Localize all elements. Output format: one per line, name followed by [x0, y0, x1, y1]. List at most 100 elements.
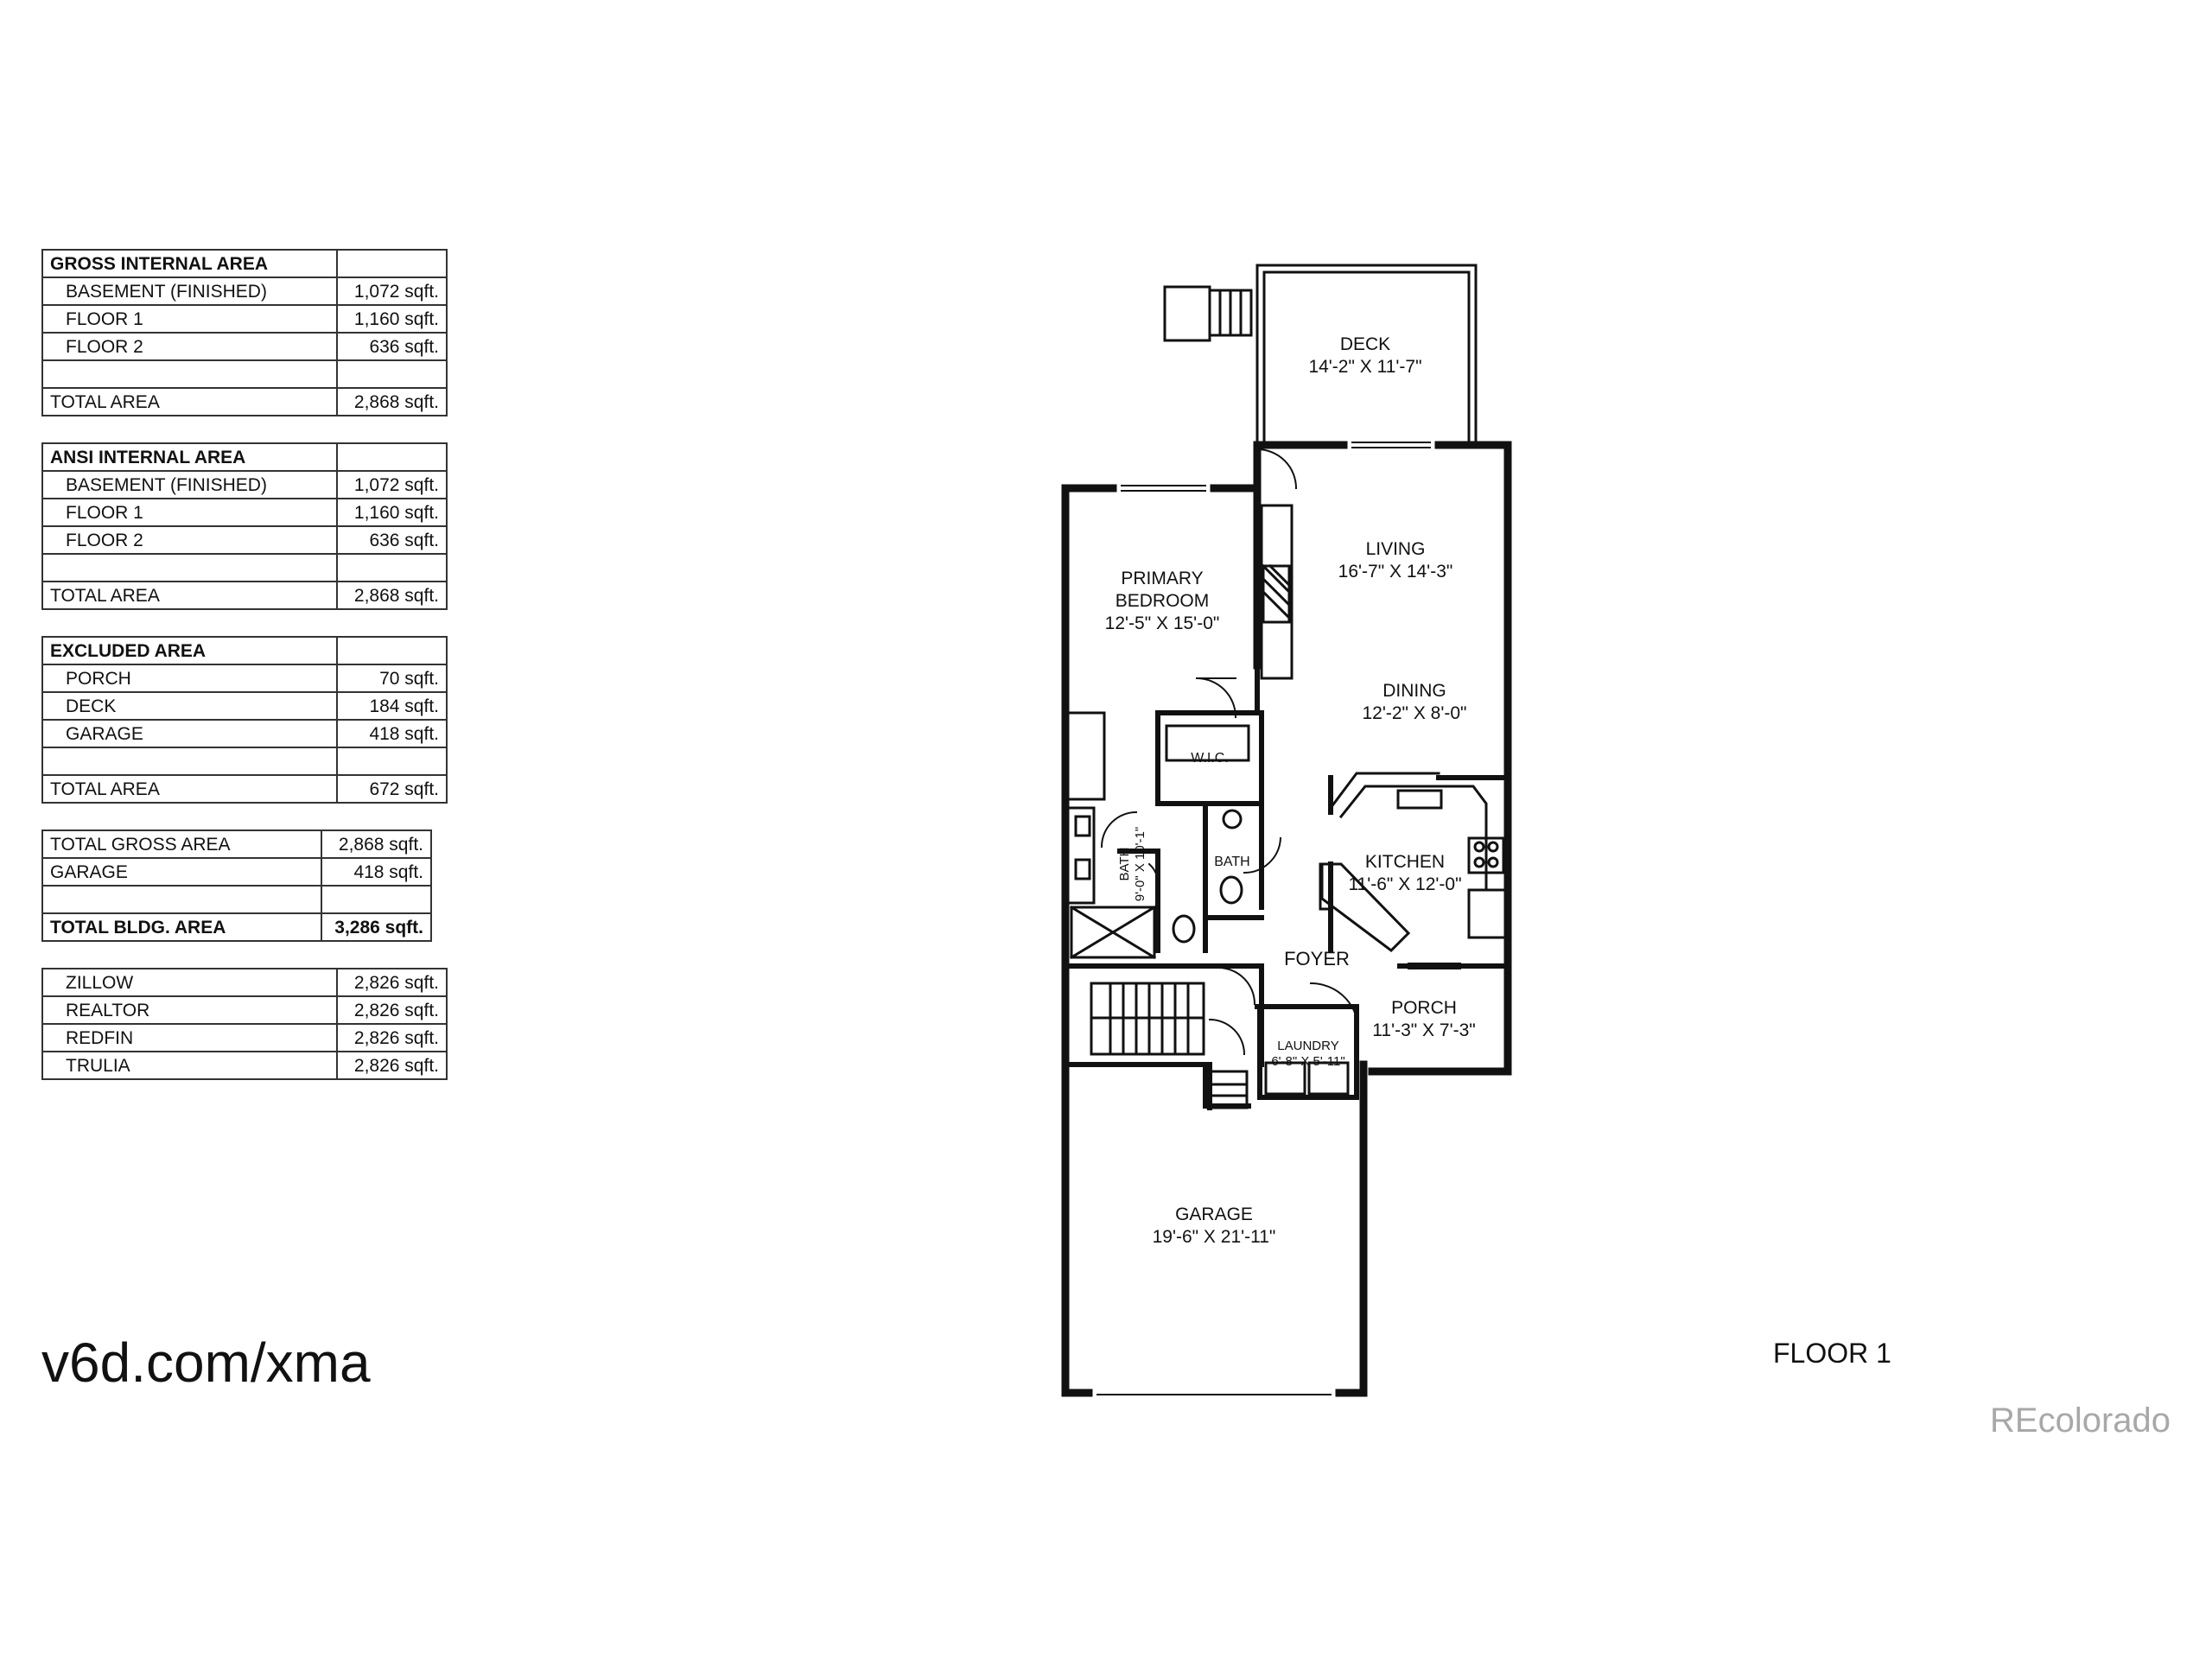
table-header: GROSS INTERNAL AREA: [41, 249, 338, 278]
row-label: GARAGE: [41, 719, 338, 748]
table-row: BASEMENT (FINISHED)1,072 sqft.: [41, 276, 448, 306]
foyer-label: FOYER: [1284, 948, 1350, 969]
kitchen-label: KITCHEN: [1365, 852, 1445, 872]
deck-railing: [1255, 264, 1478, 447]
deck-label: DECK: [1340, 334, 1390, 354]
row-label: BASEMENT (FINISHED): [41, 470, 338, 499]
website-url: v6d.com/xma: [41, 1332, 371, 1394]
row-value: 1,160 sqft.: [336, 304, 448, 334]
row-label: TRULIA: [41, 1051, 338, 1080]
row-label: [41, 747, 338, 776]
porch-label: PORCH: [1391, 998, 1457, 1018]
row-label: ZILLOW: [41, 968, 338, 997]
garage-label: GARAGE: [1175, 1205, 1253, 1224]
primary-bedroom-dims: 12'-5" X 15'-0": [1105, 613, 1220, 633]
row-value: [321, 885, 432, 914]
table-row: [41, 747, 448, 776]
row-label: TOTAL BLDG. AREA: [41, 912, 322, 942]
row-value: 1,072 sqft.: [336, 470, 448, 499]
row-value: 184 sqft.: [336, 691, 448, 721]
garage-dims: 19'-6" X 21'-11": [1153, 1227, 1276, 1247]
row-value: 3,286 sqft.: [321, 912, 432, 942]
row-value: 672 sqft.: [336, 774, 448, 804]
row-value: 2,826 sqft.: [336, 995, 448, 1025]
row-label: BASEMENT (FINISHED): [41, 276, 338, 306]
table-header-value: [336, 636, 448, 665]
table-header: EXCLUDED AREA: [41, 636, 338, 665]
row-label: REDFIN: [41, 1023, 338, 1052]
row-label: FLOOR 2: [41, 525, 338, 555]
table-row: BASEMENT (FINISHED)1,072 sqft.: [41, 470, 448, 499]
laundry-label: LAUNDRY: [1277, 1039, 1338, 1053]
row-value: 418 sqft.: [321, 857, 432, 887]
row-value: 2,868 sqft.: [321, 830, 432, 859]
floor-label: FLOOR 1: [1773, 1338, 1891, 1369]
row-label: PORCH: [41, 664, 338, 693]
row-value: [336, 553, 448, 582]
ansi-internal-area-table: ANSI INTERNAL AREA BASEMENT (FINISHED)1,…: [41, 442, 448, 610]
row-value: 1,072 sqft.: [336, 276, 448, 306]
row-label: TOTAL GROSS AREA: [41, 830, 322, 859]
row-label: DECK: [41, 691, 338, 721]
bath-1-dims: 9'-0" X 10'-1": [1133, 827, 1147, 901]
row-value: 418 sqft.: [336, 719, 448, 748]
watermark-logo: REcolorado: [1990, 1402, 2171, 1440]
row-label: [41, 553, 338, 582]
table-row: [41, 885, 432, 914]
row-label: TOTAL AREA: [41, 774, 338, 804]
row-label: FLOOR 1: [41, 498, 338, 527]
row-value: 636 sqft.: [336, 332, 448, 361]
row-label: [41, 359, 338, 389]
table-row: [41, 359, 448, 389]
row-value: [336, 747, 448, 776]
wic-label: W.I.C.: [1191, 751, 1229, 766]
row-value: 2,826 sqft.: [336, 1023, 448, 1052]
row-label: FLOOR 1: [41, 304, 338, 334]
row-value: 636 sqft.: [336, 525, 448, 555]
row-label: [41, 885, 322, 914]
gross-internal-area-table: GROSS INTERNAL AREA BASEMENT (FINISHED)1…: [41, 249, 448, 416]
row-label: TOTAL AREA: [41, 581, 338, 610]
row-value: 2,826 sqft.: [336, 1051, 448, 1080]
row-value: 2,826 sqft.: [336, 968, 448, 997]
bath-1-label: BATH: [1117, 848, 1132, 881]
table-header-value: [336, 442, 448, 472]
primary-bedroom-label-line2: BEDROOM: [1116, 591, 1210, 611]
laundry-dims: 6'-8" X 5'-11": [1271, 1054, 1344, 1069]
porch-dims: 11'-3" X 7'-3": [1372, 1020, 1475, 1040]
row-label: FLOOR 2: [41, 332, 338, 361]
living-dims: 16'-7" X 14'-3": [1338, 562, 1453, 582]
bath-2-label: BATH: [1214, 855, 1249, 869]
row-value: 70 sqft.: [336, 664, 448, 693]
table-header-value: [336, 249, 448, 278]
row-value: [336, 359, 448, 389]
room-labels: DECK 14'-2" X 11'-7" LIVING 16'-7" X 14'…: [1105, 334, 1476, 1247]
interior-walls: [1063, 486, 1510, 1110]
fixtures: [1066, 504, 1507, 1109]
dining-dims: 12'-2" X 8'-0": [1363, 703, 1467, 723]
row-label: GARAGE: [41, 857, 322, 887]
primary-bedroom-label-line1: PRIMARY: [1121, 569, 1203, 588]
dining-label: DINING: [1382, 681, 1446, 701]
door-swings: [1100, 448, 1360, 1056]
table-row: [41, 553, 448, 582]
row-label: REALTOR: [41, 995, 338, 1025]
